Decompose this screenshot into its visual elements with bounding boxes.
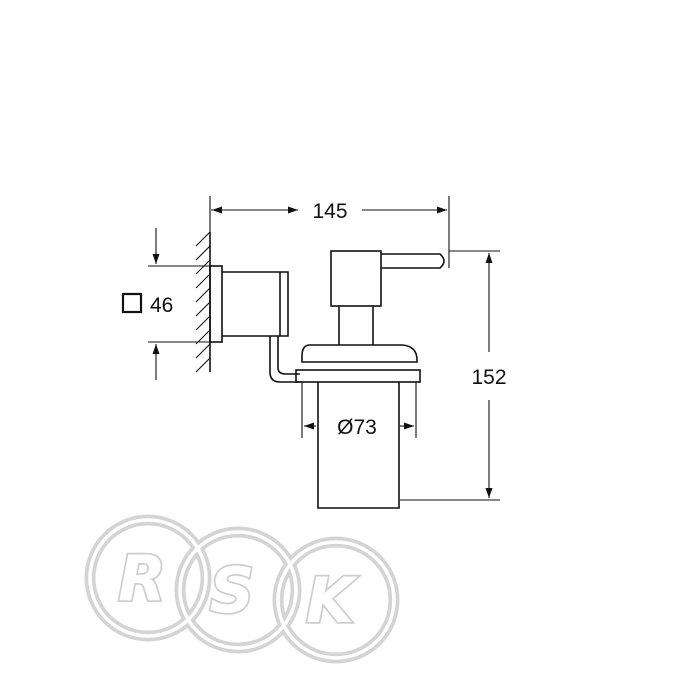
height-label: 152: [471, 366, 506, 389]
glass-container: [317, 382, 400, 509]
wall-hatching: [195, 231, 211, 373]
wall: [195, 231, 211, 373]
wall-bracket: [209, 265, 300, 383]
width-dimension: 145: [209, 196, 450, 268]
watermark-letter-k: K: [306, 564, 358, 637]
square-dimension: 46: [121, 228, 210, 380]
watermark-letter-s: S: [210, 554, 255, 627]
watermark-letter-r: R: [118, 542, 166, 615]
square-label: 46: [150, 294, 173, 317]
diameter-dimension: Ø73: [301, 382, 417, 439]
dispenser-collar: [295, 344, 421, 383]
pump-head: [330, 250, 445, 345]
square-symbol-icon: [121, 292, 143, 314]
diameter-label: Ø73: [337, 416, 377, 439]
rsk-watermark: R S K: [84, 514, 400, 664]
height-dimension: 152: [400, 250, 507, 501]
width-label: 145: [312, 200, 347, 223]
